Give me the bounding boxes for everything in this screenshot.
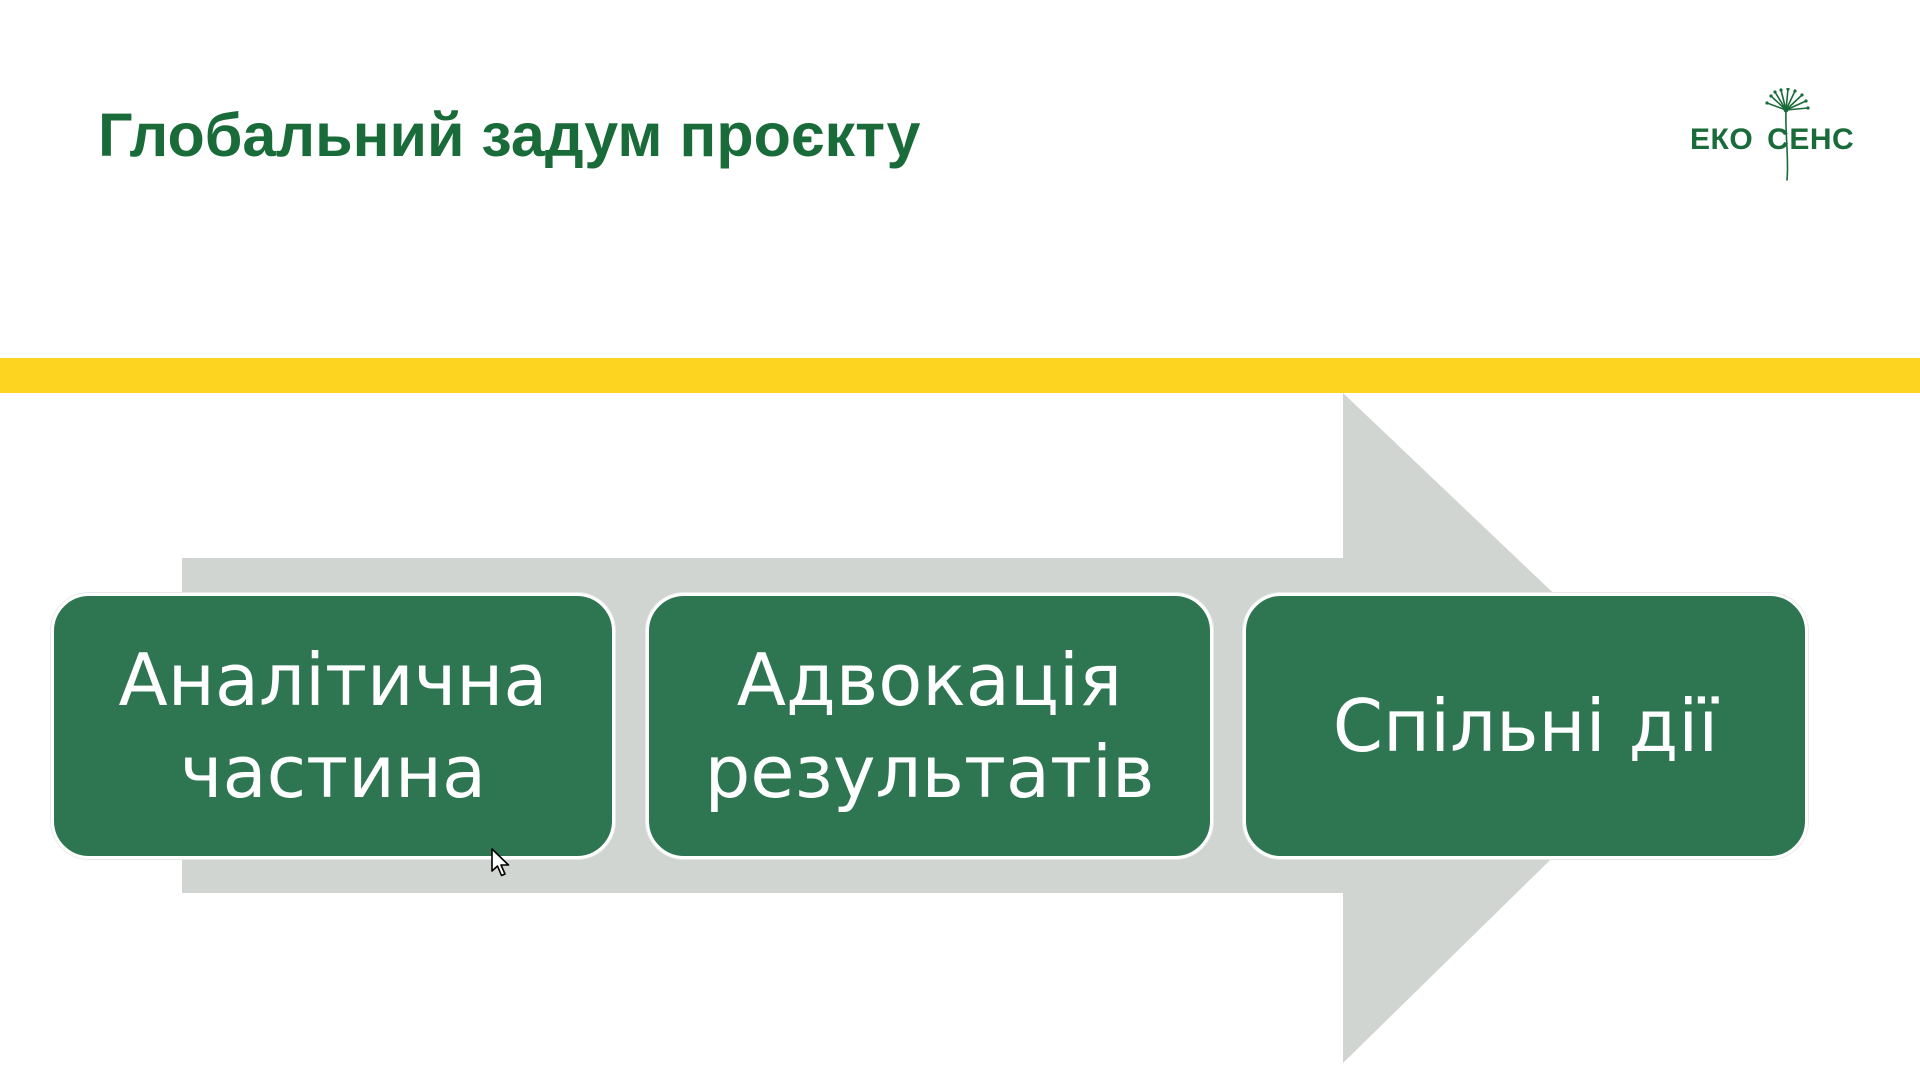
step-advocacy: Адвокація результатів (646, 593, 1213, 859)
step-label: Адвокація результатів (704, 638, 1155, 814)
step-analytics: Аналітична частина (51, 593, 615, 859)
step-joint-actions: Спільні дії (1243, 593, 1808, 859)
step-label: Аналітична частина (118, 638, 548, 814)
dandelion-icon (1765, 88, 1810, 181)
ekosens-logo: ЕКО СЕНС (1690, 88, 1880, 184)
logo-text-left: ЕКО (1690, 123, 1754, 156)
logo-wordmark: ЕКО СЕНС (1690, 123, 1854, 157)
mouse-cursor-icon (491, 848, 510, 877)
step-label: Спільні дії (1332, 684, 1719, 768)
accent-bar (0, 358, 1920, 393)
logo-text-right: СЕНС (1767, 123, 1855, 156)
slide-title: Глобальний задум проєкту (98, 101, 921, 169)
